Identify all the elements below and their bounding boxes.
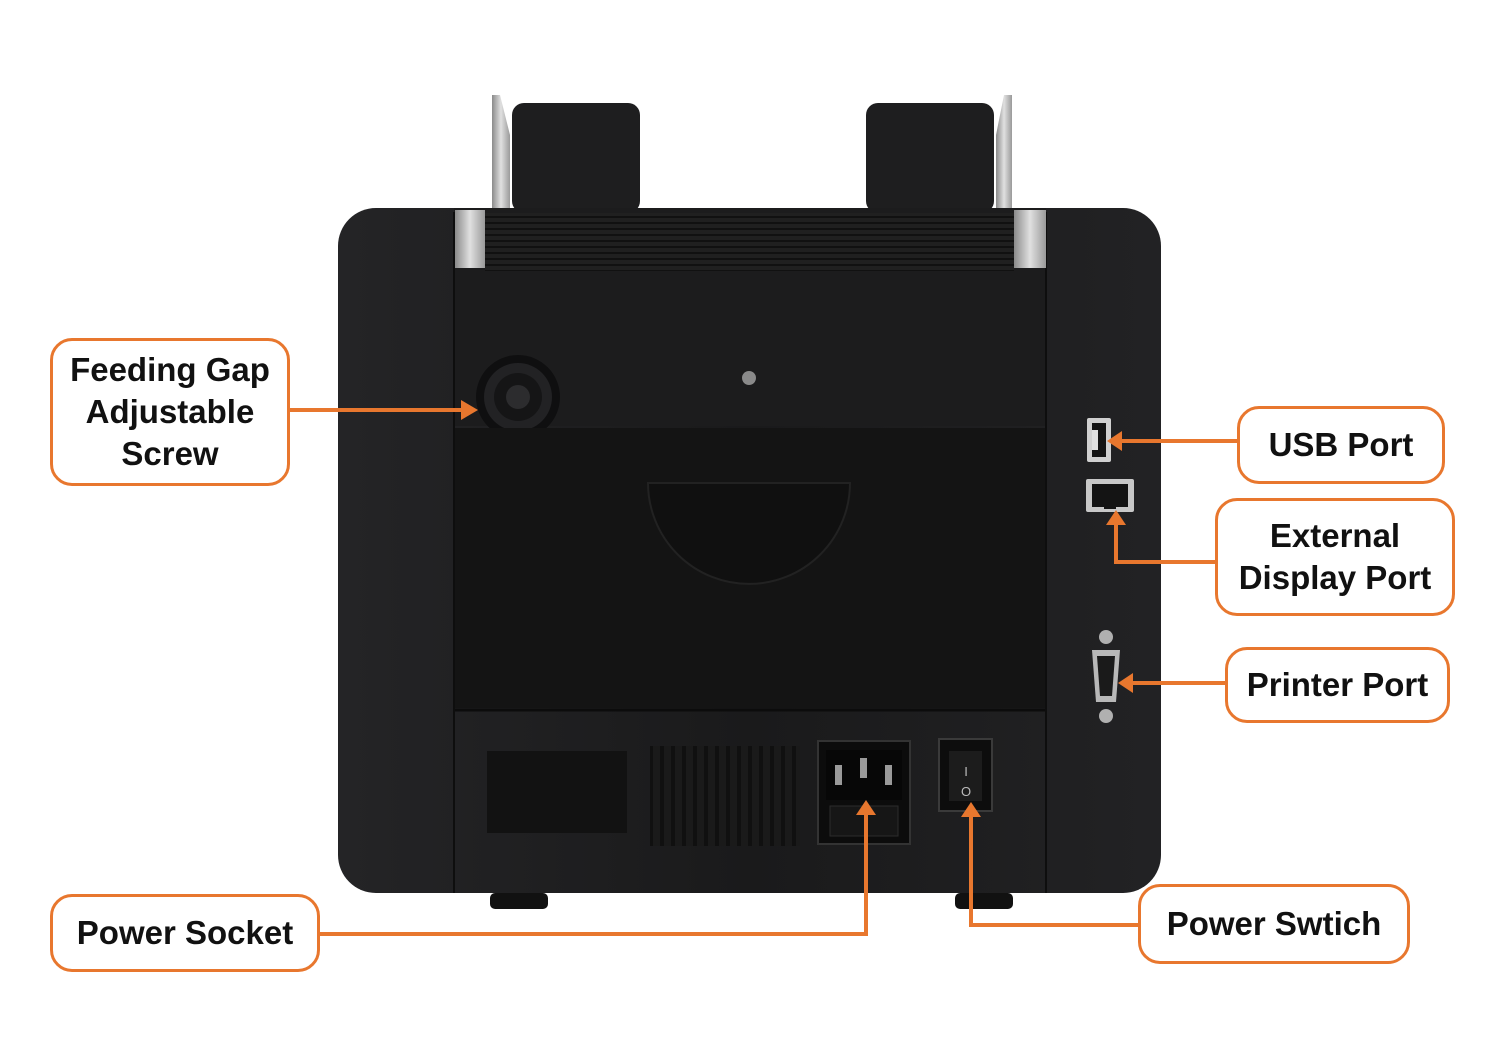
label-plate	[487, 751, 627, 833]
usb-arrow	[1107, 431, 1122, 451]
external-display-port-label: External Display Port	[1215, 498, 1455, 616]
usb-port-icon	[1087, 418, 1111, 462]
db9-port-icon	[1092, 630, 1120, 723]
external-display-leader	[1114, 520, 1215, 564]
left-foot	[490, 893, 548, 909]
switch-on-mark: I	[964, 764, 968, 779]
power-socket-arrow	[856, 800, 876, 815]
right-tray-cap	[1014, 210, 1046, 268]
hopper-guides	[492, 95, 1012, 213]
usb-port-label: USB Port	[1237, 406, 1445, 484]
printer-port-label: Printer Port	[1225, 647, 1450, 723]
left-guide	[512, 103, 640, 213]
left-tray-cap	[455, 210, 485, 268]
switch-off-mark: O	[961, 784, 971, 799]
right-foot	[955, 893, 1013, 909]
right-guide	[866, 103, 994, 213]
feeding-gap-label: Feeding Gap Adjustable Screw	[50, 338, 290, 486]
right-guide-metal	[996, 95, 1012, 210]
top-tray	[455, 210, 1046, 271]
panel-recess	[646, 482, 852, 585]
external-display-arrow	[1106, 510, 1126, 525]
power-switch-leader	[969, 814, 1138, 927]
power-socket-label: Power Socket	[50, 894, 320, 972]
tray-ribs	[485, 213, 1014, 271]
rj-port-icon	[1086, 479, 1134, 512]
leader-arrowheads	[461, 400, 1133, 817]
power-socket-leader	[320, 812, 868, 936]
power-switch-arrow	[961, 802, 981, 817]
left-guide-metal	[492, 95, 510, 210]
knob-icon	[476, 355, 560, 439]
feeding-gap-arrow	[461, 400, 478, 420]
leader-lines	[290, 408, 1237, 936]
printer-arrow	[1118, 673, 1133, 693]
power-switch-label: Power Swtich	[1138, 884, 1410, 964]
vent-grille	[650, 746, 800, 846]
screw-icon	[742, 371, 756, 385]
